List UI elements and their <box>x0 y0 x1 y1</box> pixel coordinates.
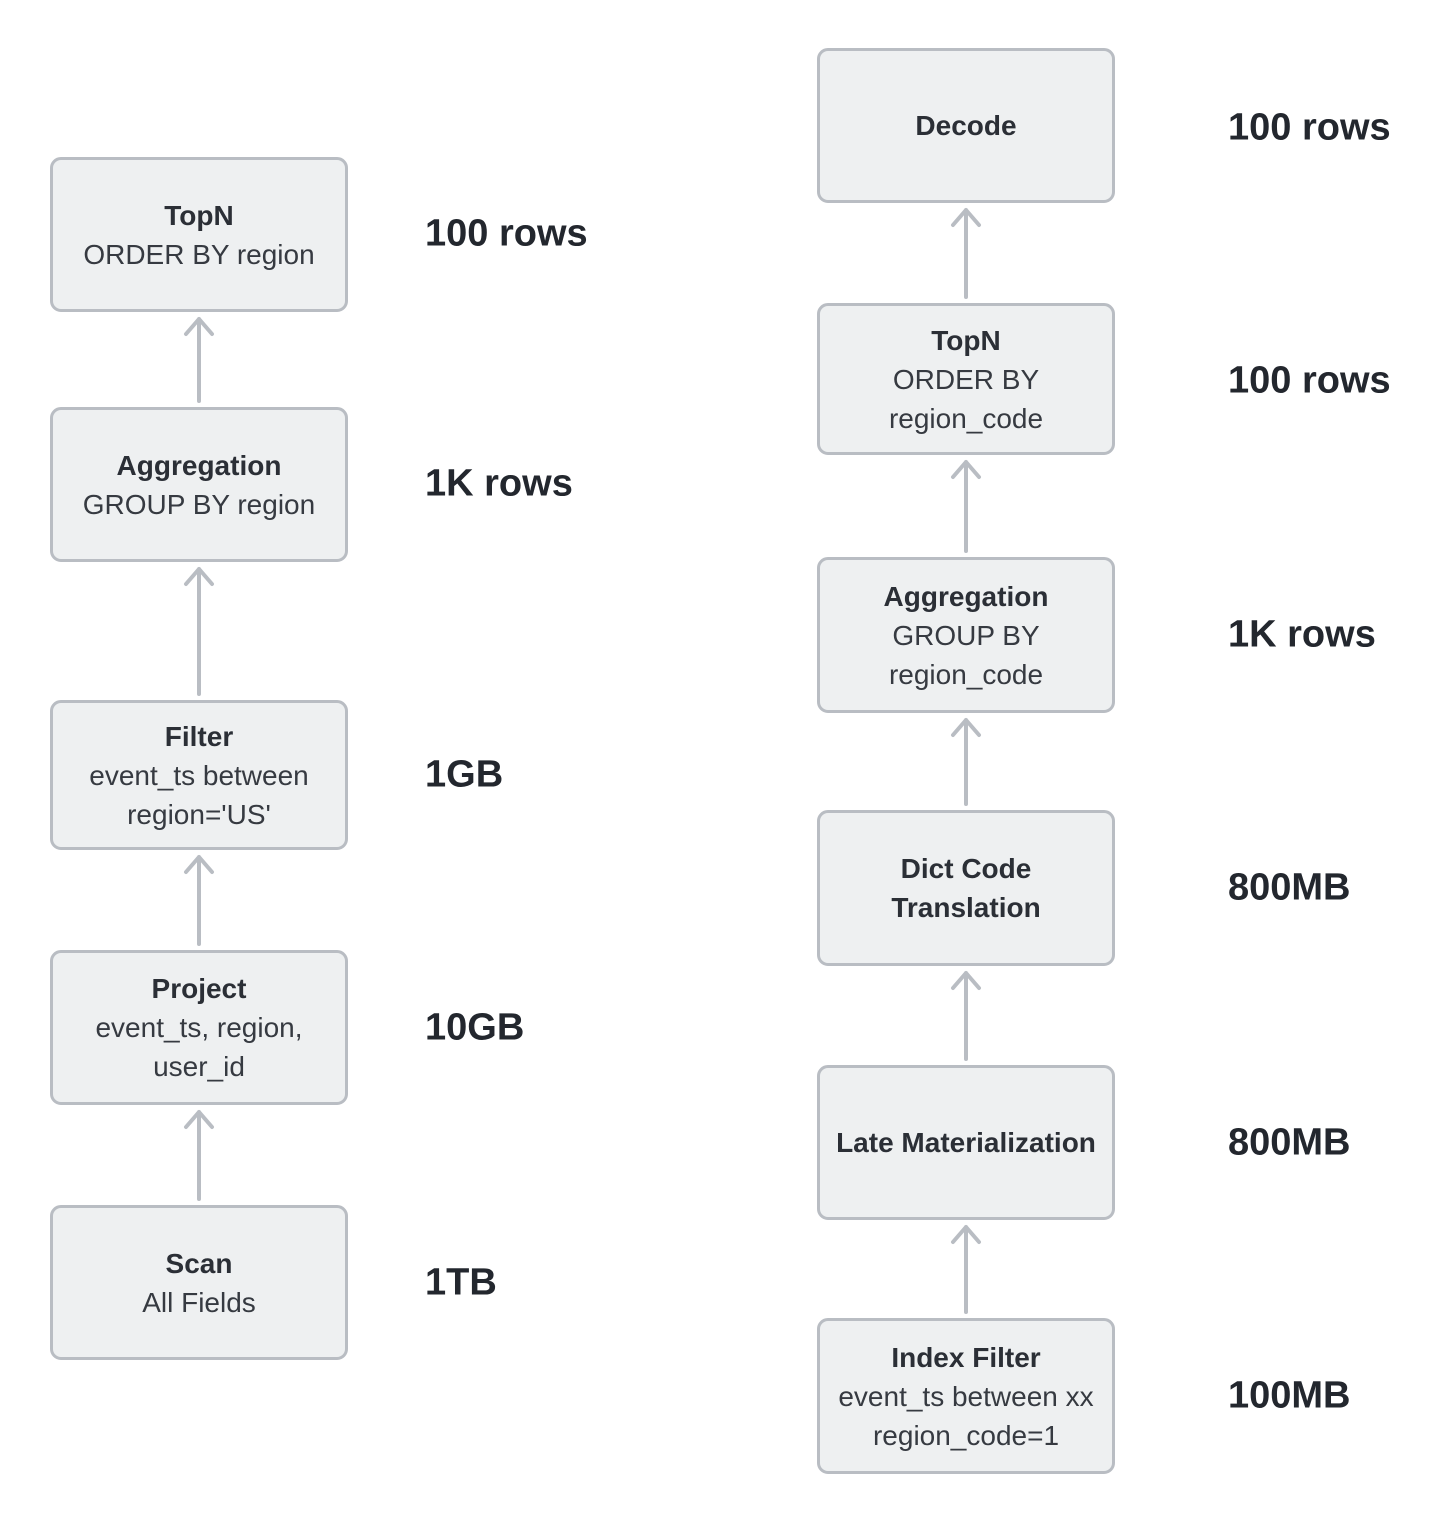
size-annotation: 800MB <box>1228 866 1351 909</box>
node-title: Project <box>151 973 247 1004</box>
flow-arrow-icon <box>951 460 981 553</box>
size-annotation: 1GB <box>425 753 504 796</box>
plan-node-late-materialization: Late Materialization <box>817 1065 1115 1220</box>
size-annotation: 100 rows <box>1228 106 1391 149</box>
plan-node-aggregation-left: Aggregation GROUP BY region <box>50 407 348 562</box>
flow-arrow-icon <box>951 208 981 299</box>
node-subtitle: event_ts, region, user_id <box>95 1012 303 1082</box>
node-subtitle: event_ts between xx region_code=1 <box>838 1380 1094 1451</box>
plan-node-index-filter: Index Filter event_ts between xx region_… <box>817 1318 1115 1474</box>
size-annotation: 100 rows <box>425 212 588 255</box>
plan-node-project: Project event_ts, region, user_id <box>50 950 348 1105</box>
size-annotation: 800MB <box>1228 1121 1351 1164</box>
node-title: Filter <box>164 720 234 752</box>
node-title: Aggregation <box>883 580 1049 612</box>
plan-node-scan: Scan All Fields <box>50 1205 348 1360</box>
flow-arrow-icon <box>184 855 214 946</box>
flow-arrow-icon <box>184 567 214 696</box>
size-annotation: 10GB <box>425 1006 525 1049</box>
node-title: Late Materialization <box>836 1127 1096 1158</box>
node-subtitle: event_ts between region='US' <box>89 759 309 830</box>
size-annotation: 1K rows <box>425 462 573 505</box>
node-title: Decode <box>915 110 1017 141</box>
node-subtitle: ORDER BY region <box>83 238 315 270</box>
flow-arrow-icon <box>951 1225 981 1314</box>
plan-node-decode: Decode <box>817 48 1115 203</box>
node-subtitle: GROUP BY region_code <box>888 619 1044 690</box>
plan-node-dict-code-translation: Dict Code Translation <box>817 810 1115 966</box>
plan-node-topn-right: TopN ORDER BY region_code <box>817 303 1115 455</box>
node-subtitle: GROUP BY region <box>82 488 316 520</box>
flow-arrow-icon <box>951 718 981 806</box>
node-title: TopN <box>164 199 234 231</box>
plan-node-topn-left: TopN ORDER BY region <box>50 157 348 312</box>
flow-arrow-icon <box>951 971 981 1061</box>
node-title: Dict Code Translation <box>891 853 1041 923</box>
plan-node-filter: Filter event_ts between region='US' <box>50 700 348 850</box>
node-title: Index Filter <box>891 1341 1041 1373</box>
node-subtitle: ORDER BY region_code <box>888 363 1044 434</box>
flow-arrow-icon <box>184 317 214 403</box>
plan-node-aggregation-right: Aggregation GROUP BY region_code <box>817 557 1115 713</box>
size-annotation: 100 rows <box>1228 359 1391 402</box>
size-annotation: 1K rows <box>1228 613 1376 656</box>
flow-arrow-icon <box>184 1110 214 1201</box>
node-subtitle: All Fields <box>142 1286 256 1318</box>
size-annotation: 100MB <box>1228 1374 1351 1417</box>
node-title: TopN <box>931 324 1001 356</box>
node-title: Scan <box>165 1247 233 1279</box>
size-annotation: 1TB <box>425 1261 497 1304</box>
node-title: Aggregation <box>116 449 282 481</box>
